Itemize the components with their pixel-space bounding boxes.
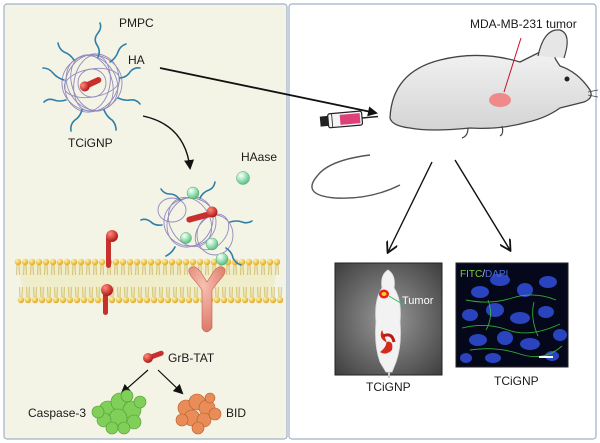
tumor-leader-line — [503, 37, 522, 93]
arrow-to-fitc-image — [454, 159, 510, 250]
label-grb-tat: GrB-TAT — [168, 351, 215, 365]
grb-tat-translocating — [101, 284, 113, 315]
label-fitc: FITC — [460, 269, 482, 280]
scale-bar — [539, 356, 553, 358]
left-panel — [3, 3, 288, 440]
cell-membrane — [14, 258, 284, 304]
label-tumor-site: Tumor — [402, 295, 434, 307]
grb-tat-cargo-top — [79, 77, 102, 92]
cd44-receptor — [188, 266, 226, 333]
label-tcignp-top: TCiGNP — [68, 136, 113, 150]
caspase-3-protein — [91, 389, 147, 435]
pmpc-strands — [42, 22, 141, 132]
mouse-eye — [564, 76, 570, 82]
invivo-image — [334, 262, 443, 378]
mouse-ear — [537, 29, 568, 59]
caption-fitc-image: TCiGNP — [494, 374, 539, 388]
mouse-tail — [311, 154, 401, 199]
tumor-pointer — [388, 295, 405, 306]
fitc-dapi-image — [455, 262, 569, 368]
injection-arrow — [159, 67, 378, 117]
haase-enzymes — [180, 171, 250, 266]
arrow-to-invivo-image — [388, 161, 433, 252]
label-pmpc: PMPC — [119, 16, 154, 30]
mouse-illustration — [311, 29, 599, 199]
label-bid: BID — [226, 406, 246, 420]
label-caspase-3: Caspase-3 — [28, 406, 86, 420]
arrow-to-bid — [157, 369, 184, 395]
caption-invivo: TCiGNP — [366, 380, 411, 394]
degradation-arrow — [142, 115, 195, 170]
bid-protein — [175, 392, 222, 435]
grb-tat-released — [186, 206, 218, 223]
arrow-to-caspase — [120, 369, 149, 395]
label-dapi: DAPI — [485, 269, 508, 280]
label-tumor-model: MDA-MB-231 tumor — [470, 17, 577, 31]
tcignp-nanogel-top — [42, 22, 141, 132]
label-slash: / — [482, 269, 485, 280]
label-ha: HA — [128, 53, 145, 67]
syringe — [319, 110, 379, 129]
grb-tat-legend-icon — [143, 350, 164, 363]
tumor-spot — [489, 93, 511, 107]
grb-tat-membrane-bound — [106, 230, 118, 268]
label-haase: HAase — [241, 150, 277, 164]
label-fitc-dapi: FITC/DAPI — [460, 269, 508, 280]
